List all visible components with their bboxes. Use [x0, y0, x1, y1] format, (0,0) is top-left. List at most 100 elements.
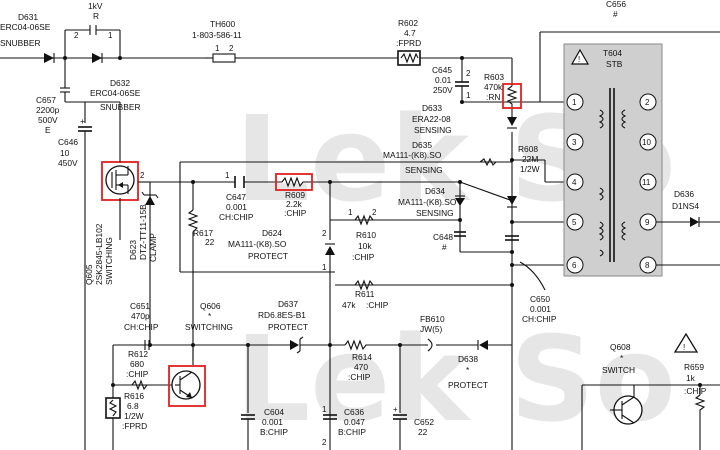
svg-text:Q606: Q606: [200, 301, 221, 311]
svg-text:470k: 470k: [484, 82, 503, 92]
svg-text:R608: R608: [518, 144, 538, 154]
svg-text:RD6.8ES-B1: RD6.8ES-B1: [258, 310, 306, 320]
r611-resistor: [354, 279, 374, 291]
svg-text:250V: 250V: [433, 85, 453, 95]
svg-text:MA111-(K8).SO: MA111-(K8).SO: [398, 197, 457, 207]
svg-text:2SK2845-LB102: 2SK2845-LB102: [94, 223, 104, 285]
svg-text:C656: C656: [606, 0, 626, 9]
svg-text::CHIP: :CHIP: [126, 369, 149, 379]
q606-transistor: [168, 365, 206, 407]
svg-text:ERC04-06SE: ERC04-06SE: [90, 88, 141, 98]
svg-text:*: *: [620, 353, 624, 363]
svg-text:C648: C648: [433, 232, 453, 242]
c648-capacitor: [454, 231, 466, 237]
svg-text:D623: D623: [128, 240, 138, 260]
svg-text:R602: R602: [398, 18, 418, 28]
svg-text:C646: C646: [58, 137, 78, 147]
svg-text:SNUBBER: SNUBBER: [0, 38, 41, 48]
svg-text:22: 22: [205, 237, 215, 247]
svg-text:DTZ-TT11-15B: DTZ-TT11-15B: [138, 204, 148, 260]
svg-text:1: 1: [322, 405, 327, 414]
svg-text::CHIP: :CHIP: [348, 372, 371, 382]
svg-text:C652: C652: [414, 417, 434, 427]
svg-text::FPRD: :FPRD: [122, 421, 147, 431]
svg-text:D637: D637: [278, 299, 298, 309]
svg-text:D634: D634: [425, 186, 445, 196]
svg-text:2: 2: [645, 98, 650, 107]
svg-text:500V: 500V: [38, 115, 58, 125]
th600-thermistor: 1 2: [205, 44, 240, 63]
r610-resistor: 1 2: [348, 208, 377, 226]
d631-diode-symbol: [44, 53, 54, 63]
right-side-wiring: [581, 217, 720, 450]
fb610-ferrite: [425, 338, 440, 352]
svg-text:+: +: [393, 405, 398, 414]
svg-text:1/2W: 1/2W: [124, 411, 144, 421]
svg-text:680: 680: [130, 359, 144, 369]
svg-text:R616: R616: [124, 391, 144, 401]
svg-text:R609: R609: [285, 190, 305, 200]
r616-resistor: [105, 397, 121, 450]
t604-transformer: ! 1 3 4 5 6 2 10 11 9 8: [563, 43, 663, 277]
svg-text:6.8: 6.8: [127, 401, 139, 411]
svg-text:10k: 10k: [358, 241, 372, 251]
labels: 1kV R D631 ERC04-06SE SNUBBER D632 ERC04…: [0, 0, 707, 437]
svg-text::CHIP: :CHIP: [684, 386, 707, 396]
svg-text:8: 8: [645, 261, 650, 270]
svg-text:1: 1: [466, 91, 471, 100]
svg-text:4.7: 4.7: [404, 28, 416, 38]
svg-text:C651: C651: [130, 301, 150, 311]
svg-text:ERA22-08: ERA22-08: [412, 114, 451, 124]
svg-text:R614: R614: [352, 352, 372, 362]
svg-text:R659: R659: [684, 362, 704, 372]
svg-text:SENSING: SENSING: [416, 208, 454, 218]
svg-text:0.047: 0.047: [344, 417, 365, 427]
svg-text::FPRD: :FPRD: [396, 38, 421, 48]
d624-diode: 2 1: [322, 229, 335, 272]
d636-diode-symbol: [690, 217, 699, 227]
svg-text:3: 3: [572, 138, 577, 147]
svg-text:B:CHIP: B:CHIP: [260, 427, 288, 437]
svg-text:PROTECT: PROTECT: [268, 322, 308, 332]
svg-text:1: 1: [215, 44, 220, 53]
svg-text:C657: C657: [36, 95, 56, 105]
d635-diode: [479, 157, 497, 167]
svg-text:2: 2: [322, 229, 327, 238]
svg-text:PROTECT: PROTECT: [448, 380, 488, 390]
bottom-capacitors: 1 2 +: [241, 405, 407, 450]
svg-text:10: 10: [642, 138, 651, 147]
svg-text:22: 22: [418, 427, 428, 437]
svg-text:D636: D636: [674, 189, 694, 199]
svg-text:FB610: FB610: [420, 314, 445, 324]
svg-text:1: 1: [322, 263, 327, 272]
warning-icon: [673, 332, 699, 353]
svg-text:CH:CHIP: CH:CHIP: [219, 212, 254, 222]
svg-text:2: 2: [466, 69, 471, 78]
svg-text:C636: C636: [344, 407, 364, 417]
svg-text:SENSING: SENSING: [405, 165, 443, 175]
svg-text:6: 6: [572, 261, 577, 270]
svg-text:T604: T604: [603, 48, 622, 58]
svg-text:2: 2: [74, 31, 79, 40]
r614-resistor: [344, 339, 370, 351]
svg-text:D635: D635: [412, 140, 432, 150]
q608-transistor: [610, 385, 643, 425]
svg-text:SNUBBER: SNUBBER: [100, 102, 141, 112]
svg-text:#: #: [613, 9, 618, 19]
svg-text:R611: R611: [355, 289, 375, 299]
svg-text:E: E: [45, 125, 51, 135]
svg-text:CLAMP: CLAMP: [148, 233, 158, 262]
r609-resistor: [275, 173, 313, 191]
svg-text:R617: R617: [193, 228, 213, 238]
svg-text:JW(5): JW(5): [420, 324, 443, 334]
highlight-q606: [168, 365, 206, 407]
q608-warning: !: [673, 332, 699, 353]
svg-text:PROTECT: PROTECT: [248, 251, 288, 261]
svg-text:4: 4: [572, 178, 577, 187]
svg-text:47k: 47k: [342, 300, 356, 310]
svg-text:B:CHIP: B:CHIP: [338, 427, 366, 437]
c646-capacitor: +: [78, 102, 92, 450]
svg-text:SENSING: SENSING: [414, 125, 452, 135]
d638-diode: [477, 340, 488, 350]
